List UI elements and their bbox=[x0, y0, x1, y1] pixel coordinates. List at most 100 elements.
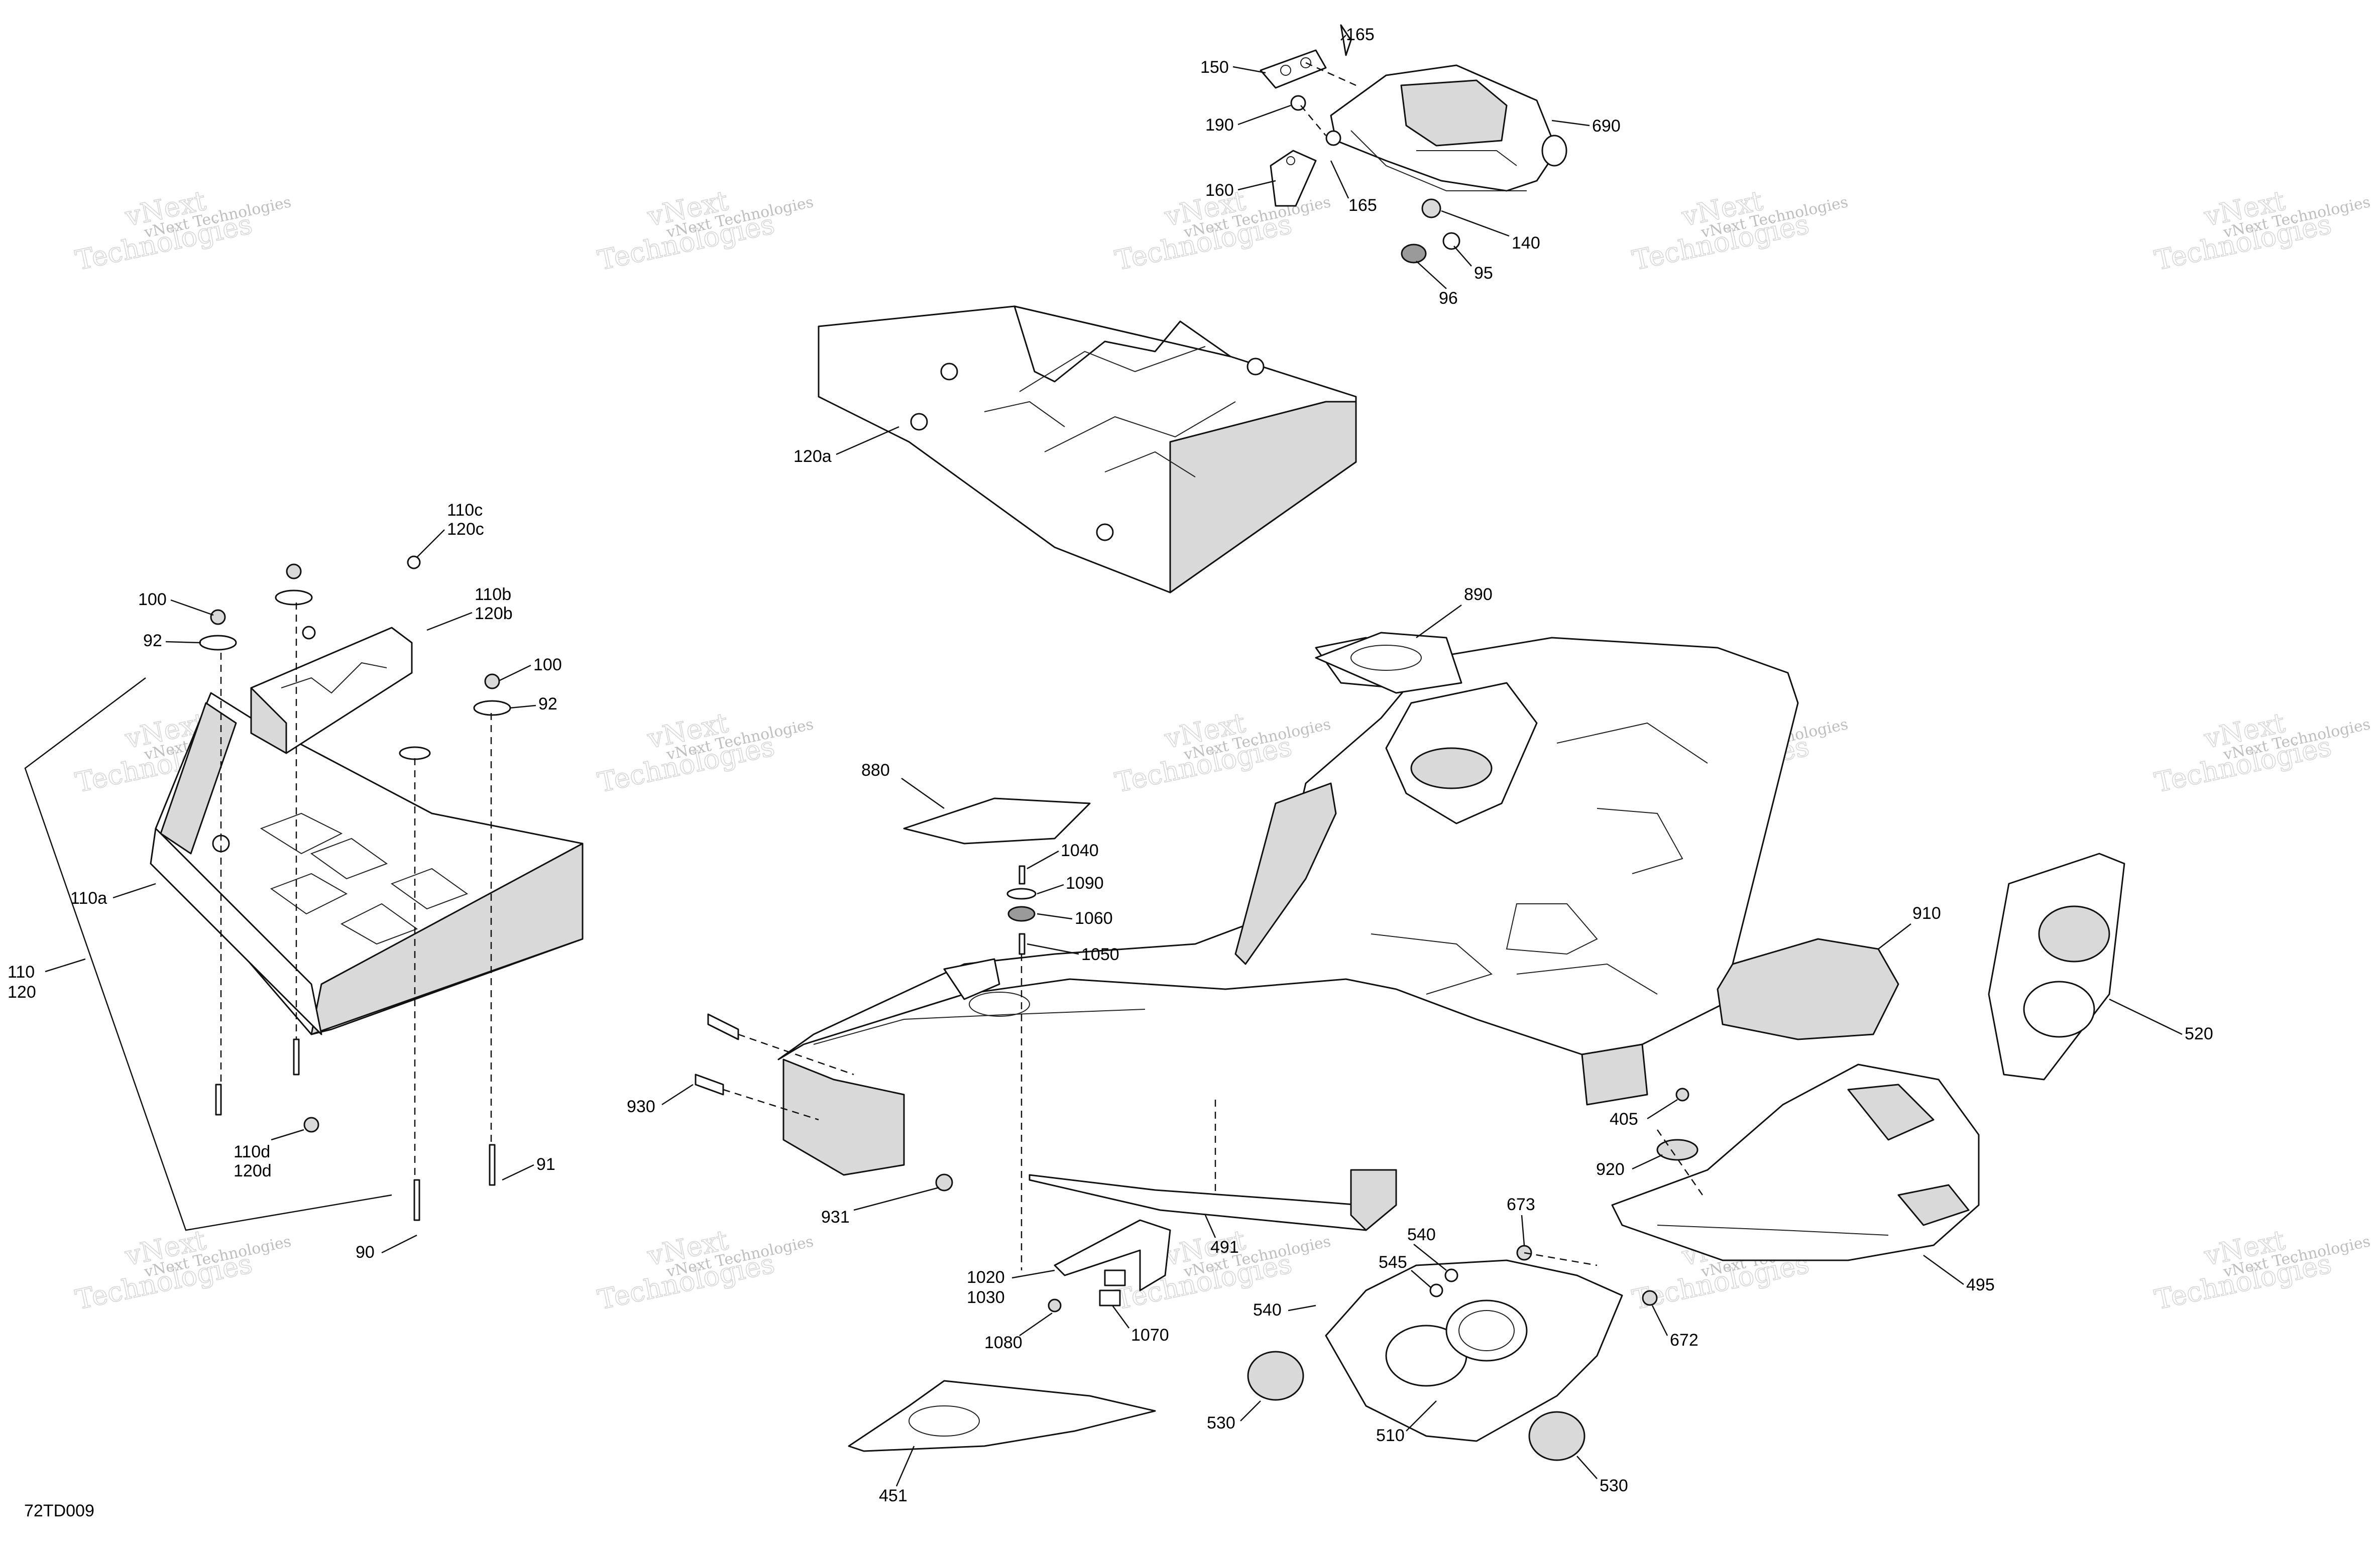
callout-140: 140 bbox=[1441, 210, 1540, 253]
callout-690: 690 bbox=[1551, 116, 1621, 136]
svg-text:1050: 1050 bbox=[1081, 945, 1119, 964]
svg-text:1070: 1070 bbox=[1131, 1326, 1169, 1345]
group-bracket-110 bbox=[24, 677, 392, 1231]
callout-100-left: 100 bbox=[138, 590, 214, 616]
callout-510: 510 bbox=[1376, 1400, 1437, 1445]
bezel-510 bbox=[1325, 1259, 1623, 1442]
alignment-lines bbox=[220, 603, 1704, 1270]
callout-495: 495 bbox=[1923, 1254, 1995, 1294]
callout-530-right: 530 bbox=[1576, 1456, 1628, 1495]
callout-190: 190 bbox=[1205, 104, 1291, 135]
svg-text:120: 120 bbox=[8, 983, 36, 1002]
svg-text:1020: 1020 bbox=[967, 1268, 1005, 1287]
callout-931: 931 bbox=[821, 1186, 940, 1227]
callout-layer: 165 150 190 690 160 165 140 95 96 120a 1… bbox=[8, 25, 2213, 1520]
svg-text:530: 530 bbox=[1207, 1413, 1235, 1433]
svg-text:540: 540 bbox=[1253, 1300, 1282, 1320]
callout-120d: 120d bbox=[234, 1161, 272, 1180]
callout-540-top: 540 bbox=[1407, 1225, 1447, 1271]
svg-text:110: 110 bbox=[8, 963, 35, 982]
svg-text:510: 510 bbox=[1376, 1426, 1405, 1445]
callout-120: 120 bbox=[8, 983, 36, 1002]
callout-165-top: 165 bbox=[1340, 25, 1375, 44]
main-body-panel bbox=[777, 637, 1799, 1176]
cover-451 bbox=[848, 1380, 1156, 1452]
callout-540-left: 540 bbox=[1253, 1300, 1316, 1320]
callout-1020: 1020 bbox=[967, 1268, 1055, 1287]
svg-text:690: 690 bbox=[1592, 116, 1621, 136]
svg-text:95: 95 bbox=[1474, 264, 1493, 283]
svg-text:91: 91 bbox=[536, 1155, 555, 1174]
cap-530-right bbox=[1528, 1411, 1585, 1461]
callout-90: 90 bbox=[356, 1234, 417, 1262]
callout-672: 672 bbox=[1651, 1305, 1698, 1350]
callout-520: 520 bbox=[2109, 998, 2213, 1043]
callout-1070: 1070 bbox=[1111, 1305, 1169, 1345]
svg-text:110c: 110c bbox=[447, 501, 483, 520]
svg-text:120d: 120d bbox=[234, 1161, 272, 1180]
callout-1040: 1040 bbox=[1027, 841, 1099, 870]
callout-1090: 1090 bbox=[1037, 874, 1104, 895]
svg-text:96: 96 bbox=[1439, 289, 1458, 308]
callout-110a: 110a bbox=[70, 883, 156, 908]
svg-text:931: 931 bbox=[821, 1208, 850, 1227]
callout-673: 673 bbox=[1507, 1195, 1535, 1246]
frame-520 bbox=[1988, 853, 2125, 1081]
svg-text:1030: 1030 bbox=[967, 1288, 1005, 1307]
callout-96: 96 bbox=[1416, 261, 1458, 308]
svg-text:92: 92 bbox=[143, 631, 162, 650]
seat-bracket-120a bbox=[818, 305, 1357, 594]
callout-120b: 120b bbox=[426, 604, 513, 631]
svg-text:673: 673 bbox=[1507, 1195, 1535, 1214]
svg-text:520: 520 bbox=[2185, 1024, 2213, 1043]
cap-530-left bbox=[1247, 1351, 1304, 1401]
svg-text:1040: 1040 bbox=[1061, 841, 1099, 860]
svg-text:1080: 1080 bbox=[984, 1333, 1023, 1352]
svg-text:90: 90 bbox=[356, 1243, 375, 1262]
callout-910: 910 bbox=[1878, 904, 1941, 949]
svg-text:451: 451 bbox=[879, 1486, 908, 1505]
svg-text:491: 491 bbox=[1210, 1238, 1239, 1257]
svg-text:110a: 110a bbox=[70, 889, 107, 908]
callout-890: 890 bbox=[1416, 585, 1493, 639]
svg-text:100: 100 bbox=[138, 590, 167, 609]
callout-1030: 1030 bbox=[967, 1288, 1005, 1307]
trim-strip-491 bbox=[1029, 1169, 1397, 1231]
callout-91: 91 bbox=[502, 1155, 555, 1181]
callout-491: 491 bbox=[1204, 1215, 1239, 1257]
svg-text:140: 140 bbox=[1512, 233, 1540, 253]
svg-text:405: 405 bbox=[1610, 1110, 1638, 1129]
callout-110d: 110d bbox=[234, 1129, 304, 1161]
svg-text:100: 100 bbox=[533, 655, 562, 674]
svg-text:672: 672 bbox=[1670, 1331, 1698, 1350]
callout-880: 880 bbox=[861, 761, 945, 809]
hardware-fasteners bbox=[199, 555, 1698, 1313]
callout-920: 920 bbox=[1596, 1154, 1663, 1179]
callout-92-right: 92 bbox=[509, 694, 557, 714]
callout-110: 110 bbox=[8, 958, 86, 982]
callout-451: 451 bbox=[879, 1446, 915, 1505]
svg-text:540: 540 bbox=[1407, 1225, 1436, 1244]
diagram-reference-code: 72TD009 bbox=[24, 1501, 94, 1520]
callout-110c: 110c bbox=[447, 501, 483, 520]
svg-text:920: 920 bbox=[1596, 1160, 1625, 1179]
svg-text:160: 160 bbox=[1205, 181, 1234, 200]
svg-text:1090: 1090 bbox=[1066, 874, 1104, 893]
svg-text:190: 190 bbox=[1205, 115, 1234, 135]
svg-text:120b: 120b bbox=[475, 604, 513, 623]
svg-text:150: 150 bbox=[1200, 58, 1229, 77]
svg-text:890: 890 bbox=[1464, 585, 1493, 604]
svg-text:92: 92 bbox=[538, 694, 557, 714]
svg-text:910: 910 bbox=[1912, 904, 1941, 923]
svg-text:165: 165 bbox=[1348, 196, 1377, 215]
